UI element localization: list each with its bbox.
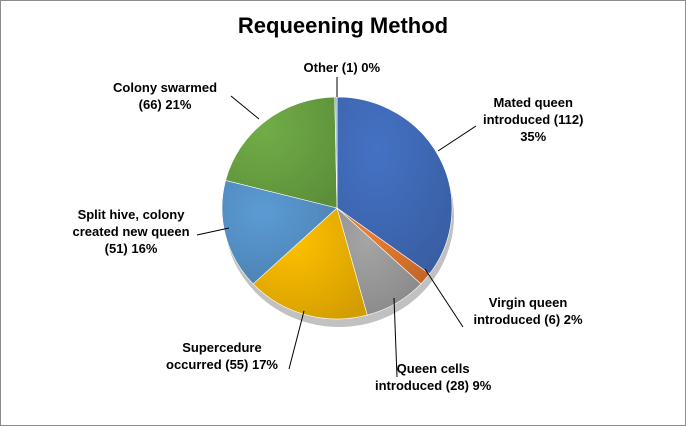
slice-label-line: Other (1) 0% — [303, 59, 381, 75]
leader-line — [393, 297, 398, 378]
slice-label-line: 35% — [520, 128, 547, 144]
slice-label-line: Split hive, colony — [77, 206, 185, 222]
slice-label-line: (66) 21% — [138, 97, 192, 112]
leader-line — [196, 227, 230, 236]
pie-slice — [225, 96, 338, 209]
slice-label-line: introduced (28) 9% — [375, 378, 492, 393]
slice-label: Colony swarmed (66) 21% — [113, 79, 217, 113]
slice-label: Queen cells introduced (28) 9% — [375, 360, 491, 394]
slice-label-line: occurred (55) 17% — [166, 357, 278, 372]
slice-label-line: (51) 16% — [104, 240, 158, 256]
slice-label-line: Colony swarmed — [113, 80, 218, 95]
slice-label: Supercedure occurred (55) 17% — [166, 339, 278, 373]
slice-label-line: Queen cells — [396, 361, 470, 376]
slice-label-line: Supercedure — [182, 340, 262, 355]
slice-label-line: created new queen — [72, 223, 190, 239]
slice-label-line: introduced (112) — [483, 111, 584, 127]
slice-label-line: Virgin queen — [488, 295, 568, 310]
slice-label-line: Mated queen — [493, 94, 573, 110]
leader-line — [230, 95, 260, 120]
leader-line — [288, 310, 305, 370]
leader-line — [424, 268, 464, 328]
slice-label: Virgin queen introduced (6) 2% — [474, 294, 583, 328]
pie-slice — [336, 96, 453, 275]
chart-title: Requeening Method — [237, 13, 449, 38]
pie-slice — [221, 180, 338, 285]
pie-slice — [252, 207, 368, 320]
leader-line — [437, 125, 477, 152]
slice-label-line: introduced (6) 2% — [473, 312, 583, 327]
slice-label: Other (1) 0% — [304, 59, 381, 76]
